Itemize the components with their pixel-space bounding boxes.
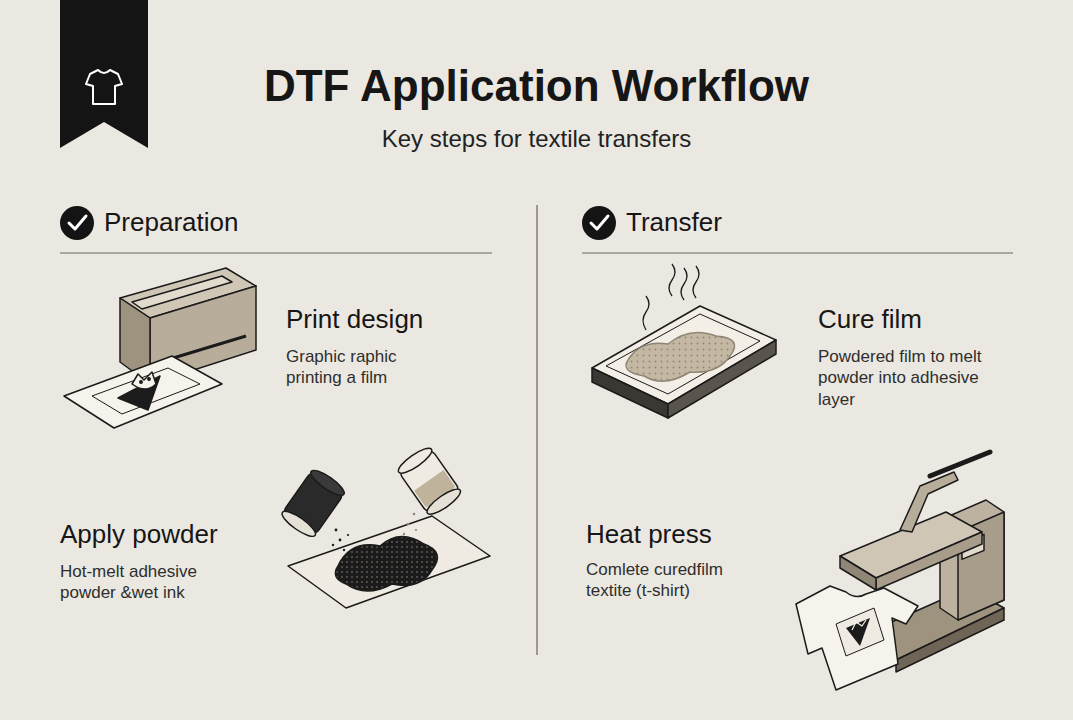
title: DTF Application Workflow	[0, 58, 1073, 113]
section-heading: Transfer	[626, 206, 1006, 239]
subtitle: Key steps for textile transfers	[200, 124, 873, 154]
divider	[536, 205, 537, 655]
step-description: Graphic raphic printing a film	[286, 346, 446, 389]
rule	[582, 252, 1013, 253]
printer-illustration	[64, 268, 256, 428]
powder-illustration	[279, 444, 490, 608]
step-heading: Heat press	[586, 518, 786, 551]
check-icon	[60, 206, 616, 240]
step-description: Hot-melt adhesive powder &wet ink	[60, 561, 230, 604]
step-description: Comlete curedfilm textite (t-shirt)	[586, 559, 758, 602]
section-heading: Preparation	[104, 206, 484, 239]
rule	[60, 252, 492, 253]
step-heading: Cure film	[818, 303, 1018, 336]
step-heading: Apply powder	[60, 518, 280, 551]
heat-press-illustration	[796, 452, 1004, 690]
step-heading: Print design	[286, 303, 486, 336]
step-description: Powdered film to melt powder into adhesi…	[818, 346, 986, 410]
curing-tray-illustration	[592, 264, 776, 418]
ribbon	[60, 0, 148, 148]
